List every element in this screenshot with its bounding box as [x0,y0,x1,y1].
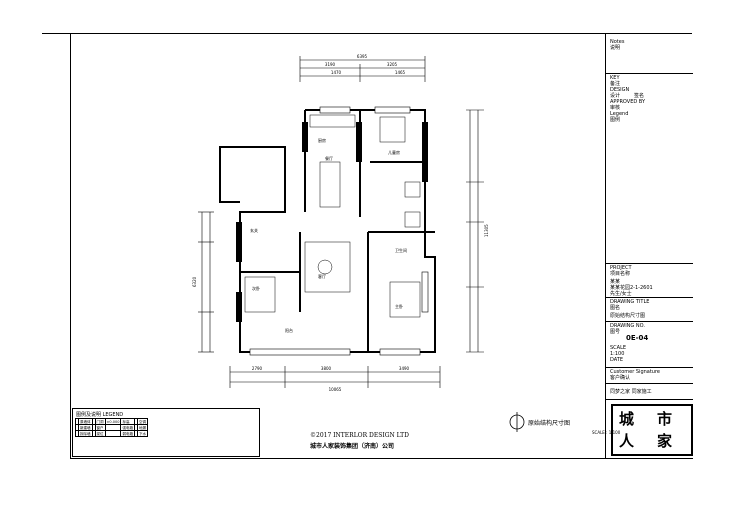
tb-project-owner: 先生/女士 [610,291,632,297]
dim-top-sub: 1470 [331,70,342,75]
room-label-balcony: 阳台 [285,327,293,333]
room-label-kitchen: 厨房 [318,137,326,143]
drawing-scale: SCALE : 1:100 [592,430,621,435]
room-label-dining: 餐厅 [325,155,333,161]
dim-bottom-total: 10065 [329,387,342,392]
tb-scale: SCALE [610,345,627,351]
title-block: Notes 说明 KEY 备注 DESIGN 设计 签名 APPROVED BY… [605,33,693,458]
dim-top-sub: 1465 [395,70,406,75]
legend-header: 图例及说明 LEGEND [76,412,124,418]
tb-design: DESIGN [610,87,630,93]
room-label-second-bedroom: 次卧 [252,285,260,291]
tb-approved-cn: 审核 [610,105,621,111]
room-label-master: 主卧 [395,303,403,309]
tb-notes-cn: 说明 [610,45,621,51]
company-name-en: ©2017 INTERLOR DESIGN LTD [310,432,409,439]
dim-bottom-c: 3490 [399,366,410,371]
tb-designer: 签名 [634,93,645,99]
company-seal: 城 市 人 家 [611,404,693,456]
tb-drawing-title-value: 原始结构尺寸图 [610,313,646,319]
dim-top-left: 3190 [325,62,336,67]
dim-left-total: 6320 [192,276,197,287]
room-label-living: 客厅 [318,273,326,279]
room-label-entry: 玄关 [250,227,258,233]
dim-right-total: 11305 [484,224,489,237]
tb-signature: Customer Signature [610,369,660,375]
dim-bottom-a: 2790 [252,366,263,371]
tb-project: PROJECT [610,265,632,271]
tb-project-name: 某某 [610,279,621,285]
tb-scale-value: 1:100 [610,351,625,357]
dim-top-total: 6395 [357,54,368,59]
tb-signature-cn: 客户确认 [610,375,631,381]
floor-plan: 6395 3190 3205 1470 1465 [192,54,489,392]
room-label-bath: 卫生间 [395,247,407,253]
tb-key-cn: 备注 [610,81,621,87]
tb-drawing-no-value: 0E-04 [626,334,649,342]
tb-drawing-no-cn: 图号 [610,329,621,335]
compass-icon [509,412,525,432]
tb-project-cn: 项目名称 [610,271,631,277]
dim-bottom-b: 3800 [321,366,332,371]
tb-legend: Legend [610,111,629,117]
drawing-title: 原始结构尺寸图 [528,420,571,427]
tb-drawing-title-cn: 图名 [610,305,621,311]
tb-key: KEY [610,75,620,81]
drawing-sheet-frame [70,33,693,459]
tb-date: DATE [610,357,624,363]
tb-drawing-no: DRAWING NO. [610,323,645,329]
tb-project-detail: 某某花园2-1-2601 [610,285,653,291]
tb-drawing-title: DRAWING TITLE [610,299,650,305]
tb-legend-cn: 图例 [610,117,621,123]
tb-design-cn: 设计 [610,93,621,99]
room-label-kids: 儿童房 [388,149,400,155]
tb-approved: APPROVED BY [610,99,646,105]
tb-notes: Notes [610,39,625,45]
sheet-top-line [42,33,692,34]
tb-footer: 同梦之家 同家施工 [610,389,652,395]
company-name-cn: 城市人家装饰集团（济南）公司 [310,443,395,450]
dim-top-right: 3205 [387,62,398,67]
